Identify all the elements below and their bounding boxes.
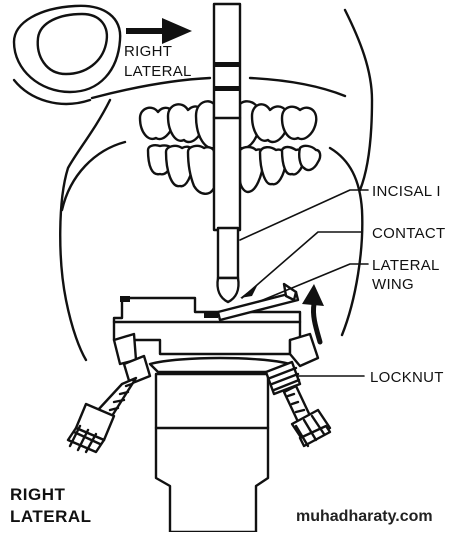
caption-line1: RIGHT — [10, 485, 66, 504]
locknut-label: LOCKNUT — [370, 369, 444, 386]
curved-up-arrow-icon — [302, 284, 324, 345]
thumb — [12, 4, 122, 94]
incisal-pin — [212, 2, 242, 304]
jaw-outline-left — [59, 98, 112, 362]
jaw-outline-right — [343, 8, 374, 192]
upper-lip-line-right — [248, 76, 347, 98]
leader-lines — [239, 189, 369, 377]
lower-post — [154, 372, 270, 534]
thumbnail — [36, 12, 109, 76]
upper-lip-line — [90, 76, 212, 100]
thumb-base — [12, 78, 92, 106]
contact-label: CONTACT — [372, 225, 445, 242]
incisal-label: INCISAL I — [372, 183, 441, 200]
right-arrow-icon — [126, 18, 192, 44]
lateral-wing-label-line2: WING — [372, 276, 414, 293]
locknut-left — [66, 354, 152, 454]
lateral-wing-label-line1: LATERAL — [372, 257, 440, 274]
lower-teeth — [146, 144, 322, 195]
chin-outline-right — [328, 146, 364, 337]
locknut-right — [264, 360, 332, 448]
watermark: muhadharaty.com — [296, 508, 433, 525]
caption-line2: LATERAL — [10, 507, 92, 526]
direction-label-line1: RIGHT — [124, 43, 172, 60]
lateral-wing — [216, 282, 300, 322]
upper-teeth — [138, 100, 318, 150]
chin-outline-left — [60, 140, 127, 212]
direction-label-line2: LATERAL — [124, 63, 192, 80]
